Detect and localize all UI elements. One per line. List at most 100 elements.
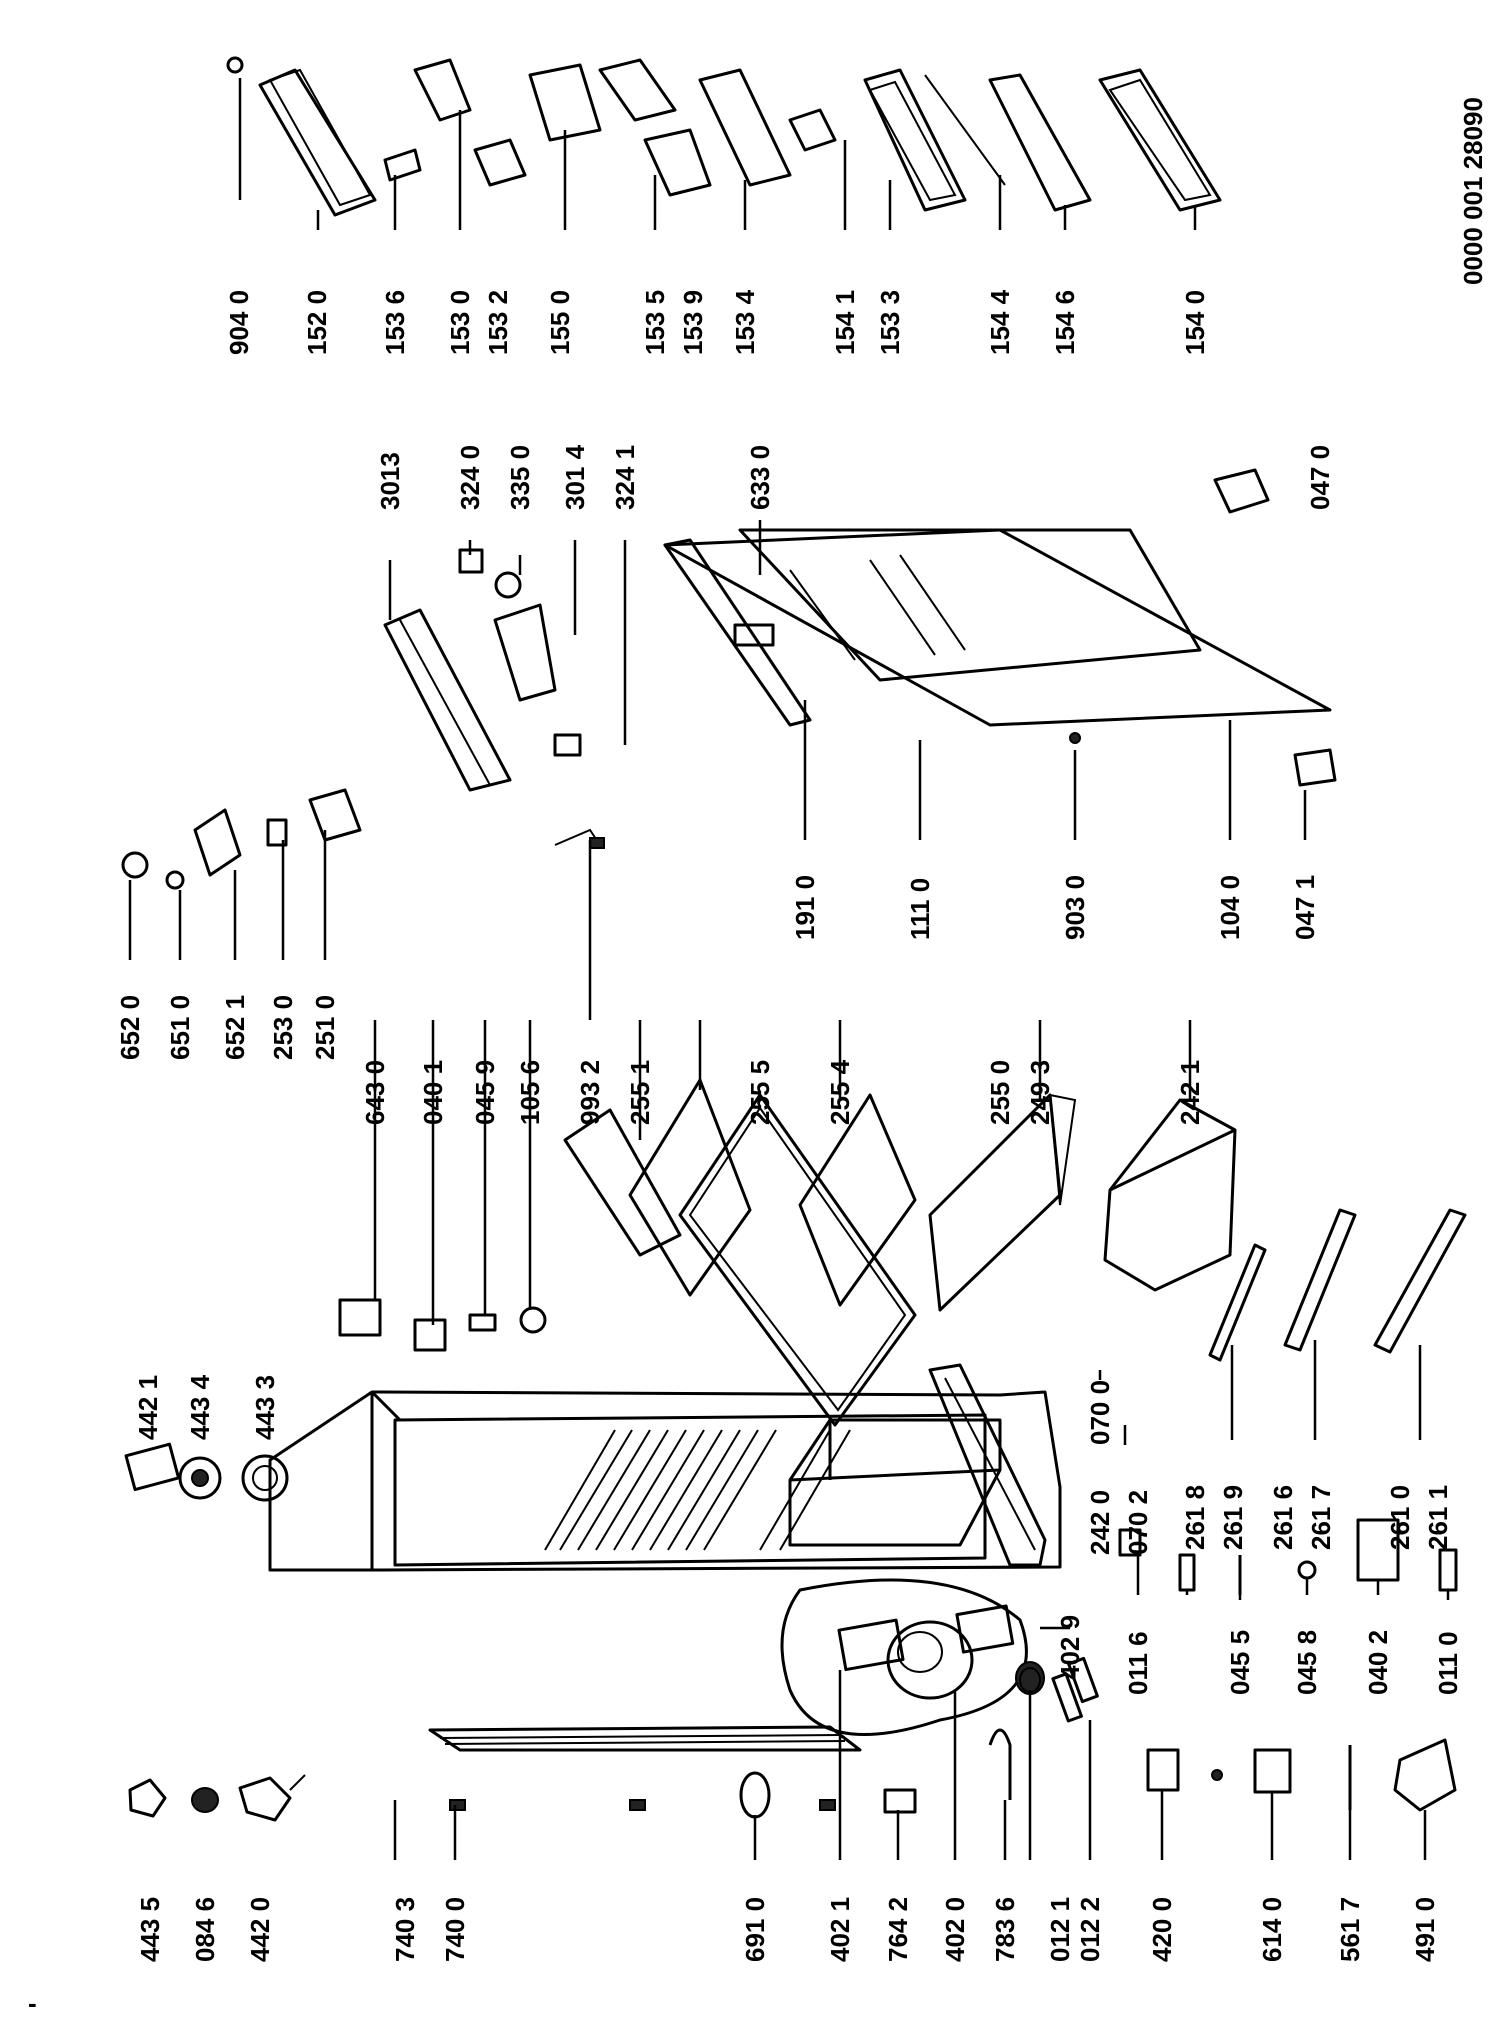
label-9040: 904 0 [224, 290, 254, 355]
label-2619: 261 9 [1218, 1485, 1248, 1550]
label-2421: 242 1 [1175, 1060, 1205, 1125]
label-3013: 3013 [375, 452, 405, 510]
thermostat-parts-top-left [124, 1442, 289, 1502]
label-0121: 012 1 [1045, 1897, 1075, 1962]
light-housing [383, 548, 582, 792]
condenser-coil [428, 1725, 862, 1811]
label-3350: 335 0 [505, 445, 535, 510]
thermostat-parts-bottom-left [128, 1774, 306, 1822]
label-6140: 614 0 [1257, 1897, 1287, 1962]
label-0455: 045 5 [1225, 1630, 1255, 1695]
part-drawings [121, 56, 1467, 1822]
label-1534: 153 4 [730, 289, 760, 355]
label-3240: 324 0 [455, 445, 485, 510]
label-7836: 783 6 [990, 1897, 1020, 1962]
label-9030: 903 0 [1060, 875, 1090, 940]
label-1532: 153 2 [483, 290, 513, 355]
label-6510: 651 0 [165, 995, 195, 1060]
label-0122: 012 2 [1075, 1897, 1105, 1962]
label-7400: 740 0 [440, 1897, 470, 1962]
glass-shelves [563, 1078, 1077, 1427]
label-1910: 191 0 [790, 875, 820, 940]
label-5617: 561 7 [1335, 1897, 1365, 1962]
label-1520: 152 0 [302, 290, 332, 355]
label-1040: 104 0 [1215, 875, 1245, 940]
document-code: 0000 001 28090 [1458, 97, 1488, 285]
label-1056: 105 6 [515, 1060, 545, 1125]
label-1544: 154 4 [985, 289, 1015, 355]
label-7403: 740 3 [390, 1897, 420, 1962]
label-0471: 047 1 [1290, 875, 1320, 940]
label-1530: 153 0 [445, 290, 475, 355]
door-hinge-covers [1069, 468, 1337, 787]
label-0402: 040 2 [1363, 1630, 1393, 1695]
label-1546: 154 6 [1050, 290, 1080, 355]
label-4910: 491 0 [1410, 1897, 1440, 1962]
misc-bottom-parts [739, 1667, 1083, 1819]
label-7642: 764 2 [883, 1897, 913, 1962]
label-6910: 691 0 [740, 1897, 770, 1962]
leader-lines [128, 78, 1450, 1860]
label-2555: 255 5 [745, 1060, 775, 1125]
label-2510: 251 0 [310, 995, 340, 1060]
label-3241: 324 1 [610, 445, 640, 510]
label-0846: 084 6 [190, 1897, 220, 1962]
label-4434: 443 4 [185, 1374, 215, 1440]
label-2530: 253 0 [268, 995, 298, 1060]
label-4200: 420 0 [1147, 1897, 1177, 1962]
label-4433: 443 3 [250, 1375, 280, 1440]
label-0470: 047 0 [1305, 445, 1335, 510]
electrical-components [1146, 1738, 1457, 1812]
label-0700: 070 0 [1085, 1380, 1115, 1445]
label-0110: 011 0 [1433, 1631, 1463, 1695]
label-0116: 011 6 [1123, 1631, 1153, 1695]
label-4421: 442 1 [133, 1375, 163, 1440]
compressor-area [780, 1578, 1099, 1737]
label-2617: 261 7 [1306, 1485, 1336, 1550]
label-9932: 993 2 [575, 1060, 605, 1125]
label-1536: 153 6 [380, 290, 410, 355]
label-4021: 402 1 [825, 1897, 855, 1962]
lamp-and-switch-parts [121, 788, 362, 890]
drawer-rails [1208, 1208, 1467, 1362]
label-6521: 652 1 [220, 995, 250, 1060]
label-2616: 261 6 [1268, 1485, 1298, 1550]
label-2611: 261 1 [1423, 1485, 1453, 1550]
label-2554: 255 4 [825, 1059, 855, 1125]
label-1539: 153 9 [678, 290, 708, 355]
label-6430: 643 0 [360, 1060, 390, 1125]
door-shelves [226, 56, 1222, 217]
label-2618: 261 8 [1180, 1485, 1210, 1550]
label-4435: 443 5 [135, 1897, 165, 1962]
corner-mark: - [28, 1988, 37, 2018]
label-1540: 154 0 [1180, 290, 1210, 355]
label-2610: 261 0 [1385, 1485, 1415, 1550]
cable-harness [554, 828, 605, 849]
label-0459: 045 9 [470, 1060, 500, 1125]
label-1541: 154 1 [830, 290, 860, 355]
label-4029: 402 9 [1055, 1615, 1085, 1680]
hinge-parts [338, 1298, 547, 1352]
freezer-door [663, 528, 1332, 727]
label-3014: 301 4 [560, 444, 590, 510]
label-0702: 070 2 [1123, 1490, 1153, 1555]
refrigerator-cabinet [268, 1363, 1062, 1572]
label-1533: 153 3 [875, 290, 905, 355]
part-labels: 904 0 152 0 153 6 153 0 153 2 155 0 153 … [115, 289, 1463, 1962]
crisper-drawer [1103, 1098, 1237, 1292]
label-0401: 040 1 [418, 1060, 448, 1125]
label-6520: 652 0 [115, 995, 145, 1060]
label-2420: 242 0 [1085, 1490, 1115, 1555]
label-4420: 442 0 [245, 1897, 275, 1962]
label-0458: 045 8 [1292, 1630, 1322, 1695]
label-2550: 255 0 [985, 1060, 1015, 1125]
shelf-rails [544, 1429, 851, 1551]
label-1110: 111 0 [905, 878, 935, 940]
label-1535: 153 5 [640, 290, 670, 355]
label-2551: 255 1 [625, 1060, 655, 1125]
label-1550: 155 0 [545, 290, 575, 355]
label-2493: 249 3 [1025, 1060, 1055, 1125]
label-4020: 402 0 [940, 1897, 970, 1962]
label-6330: 633 0 [745, 445, 775, 510]
